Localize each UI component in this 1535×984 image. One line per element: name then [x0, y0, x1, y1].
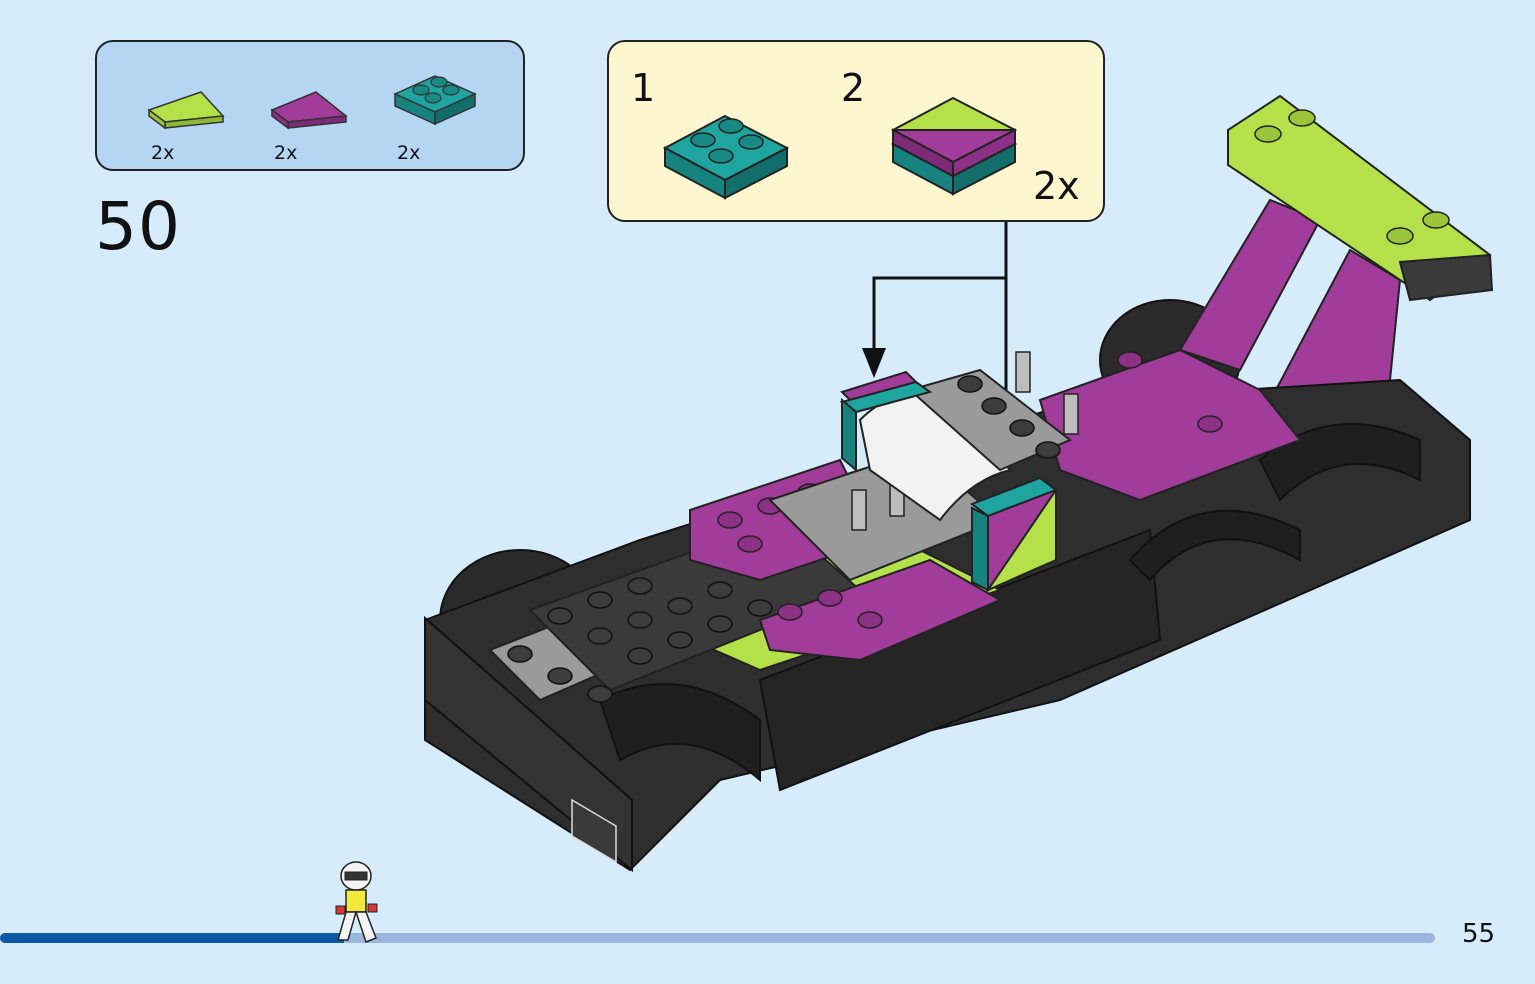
placed-lime-wedge [985, 486, 1057, 593]
part-quantity: 2x [151, 142, 175, 164]
page-number: 55 [1462, 919, 1496, 949]
gray-block [907, 368, 1072, 472]
progress-fill [0, 933, 345, 943]
lime-wedge-icon [147, 91, 225, 130]
sub-step-2-label: 2 [841, 66, 866, 110]
sub-assembly-box: 1 2 2x [607, 40, 1105, 222]
spoiler-end [1398, 253, 1494, 302]
side-panel [758, 528, 1162, 792]
wedge-on-plate-icon [890, 96, 1018, 196]
magenta-panel [1038, 348, 1302, 502]
spoiler-studs [1254, 109, 1450, 245]
part-magenta-wedge: 2x [268, 82, 358, 164]
sub-assembly-quantity: 2x [1033, 164, 1080, 208]
black-studs [507, 577, 773, 703]
part-teal-plate: 2x [391, 68, 481, 164]
teal-plate-icon [662, 114, 790, 200]
magenta-panel [758, 558, 1003, 662]
arrow-head-icon [862, 348, 886, 378]
wheel-arch [598, 683, 761, 783]
runner-minifig-icon [335, 861, 378, 943]
magenta-wedge-icon [270, 91, 348, 130]
teal-plate-icon [393, 75, 477, 126]
part-quantity: 2x [274, 142, 298, 164]
step-number: 50 [95, 188, 181, 265]
parts-list-box: 2x 2x 2x [95, 40, 525, 171]
wheel-arch [1258, 423, 1421, 502]
part-quantity: 2x [397, 142, 421, 164]
license-plate [571, 798, 617, 864]
wheel-arch [1128, 509, 1301, 582]
progress-bar [0, 933, 1435, 943]
sub-step-1-label: 1 [631, 66, 656, 110]
part-lime-wedge: 2x [145, 82, 235, 164]
